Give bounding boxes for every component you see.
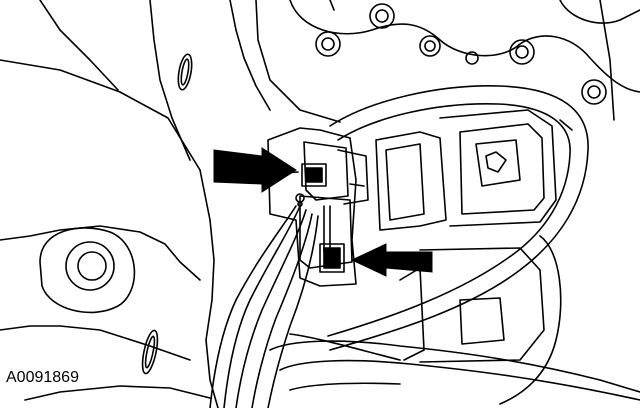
upper-arrow-indicator	[213, 147, 297, 193]
housing-casting	[0, 0, 271, 408]
casting-slots	[141, 53, 193, 375]
figure-id-label: A0091869	[6, 369, 79, 386]
actuator-body	[375, 109, 562, 405]
lower-connector-locking-tab	[319, 243, 345, 273]
wire-harness	[209, 205, 401, 408]
lower-arrow-indicator	[350, 243, 433, 277]
connector-housing	[267, 127, 369, 287]
lower-bracket	[269, 0, 640, 401]
upper-connector-locking-tab	[301, 163, 327, 187]
curved-tube	[327, 85, 589, 351]
mounting-boss	[39, 227, 136, 314]
upper-plate	[255, 0, 640, 123]
